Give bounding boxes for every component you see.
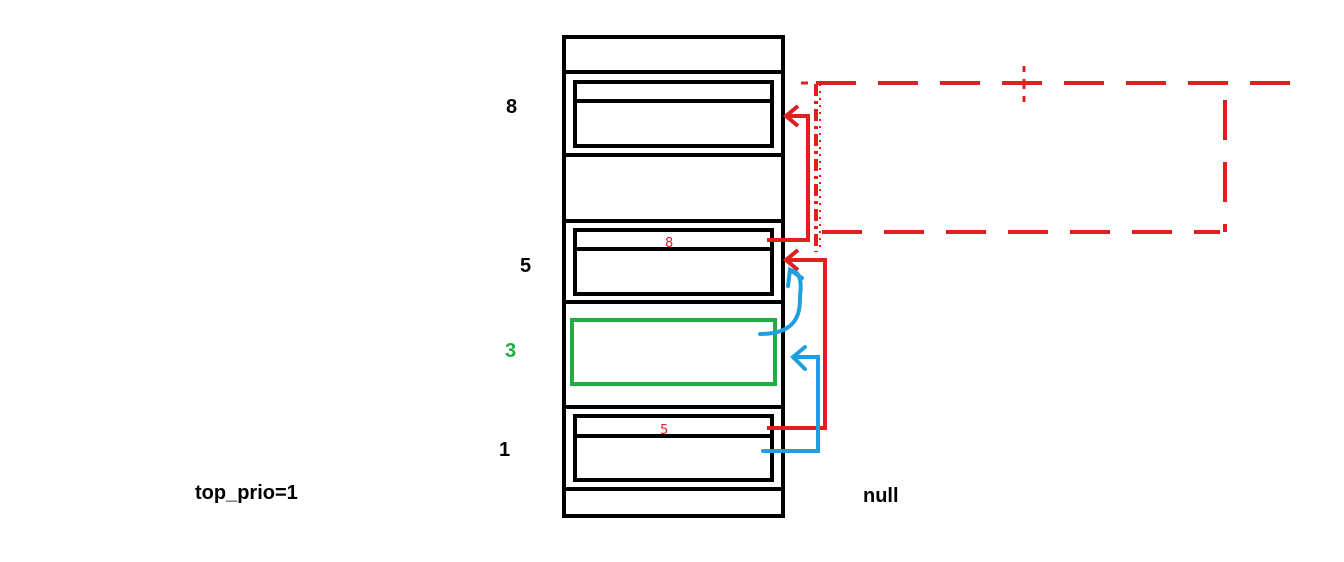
priority-label-3: 3: [505, 340, 516, 362]
node-priority-3-new: [570, 318, 777, 386]
top-prio-label: top_prio=1: [195, 482, 298, 504]
blue-link-1-to-3: [761, 345, 820, 453]
priority-label-5: 5: [520, 255, 531, 277]
slot-5-note: 8: [665, 236, 673, 251]
blue-link-3-to-5: [758, 266, 804, 336]
red-link-1-to-5: [767, 248, 827, 430]
null-label: null: [863, 485, 899, 507]
priority-label-1: 1: [499, 439, 510, 461]
red-link-5-to-8: [767, 104, 810, 242]
red-dashed-region: [816, 81, 1308, 234]
red-dashed-region-ticks: [801, 66, 1026, 102]
node-priority-8: [573, 80, 774, 148]
node-priority-5: [573, 228, 774, 296]
stack-column: [562, 35, 785, 518]
node-priority-1: [573, 414, 774, 482]
priority-label-8: 8: [506, 96, 517, 118]
slot-1-note: 5: [660, 423, 668, 438]
